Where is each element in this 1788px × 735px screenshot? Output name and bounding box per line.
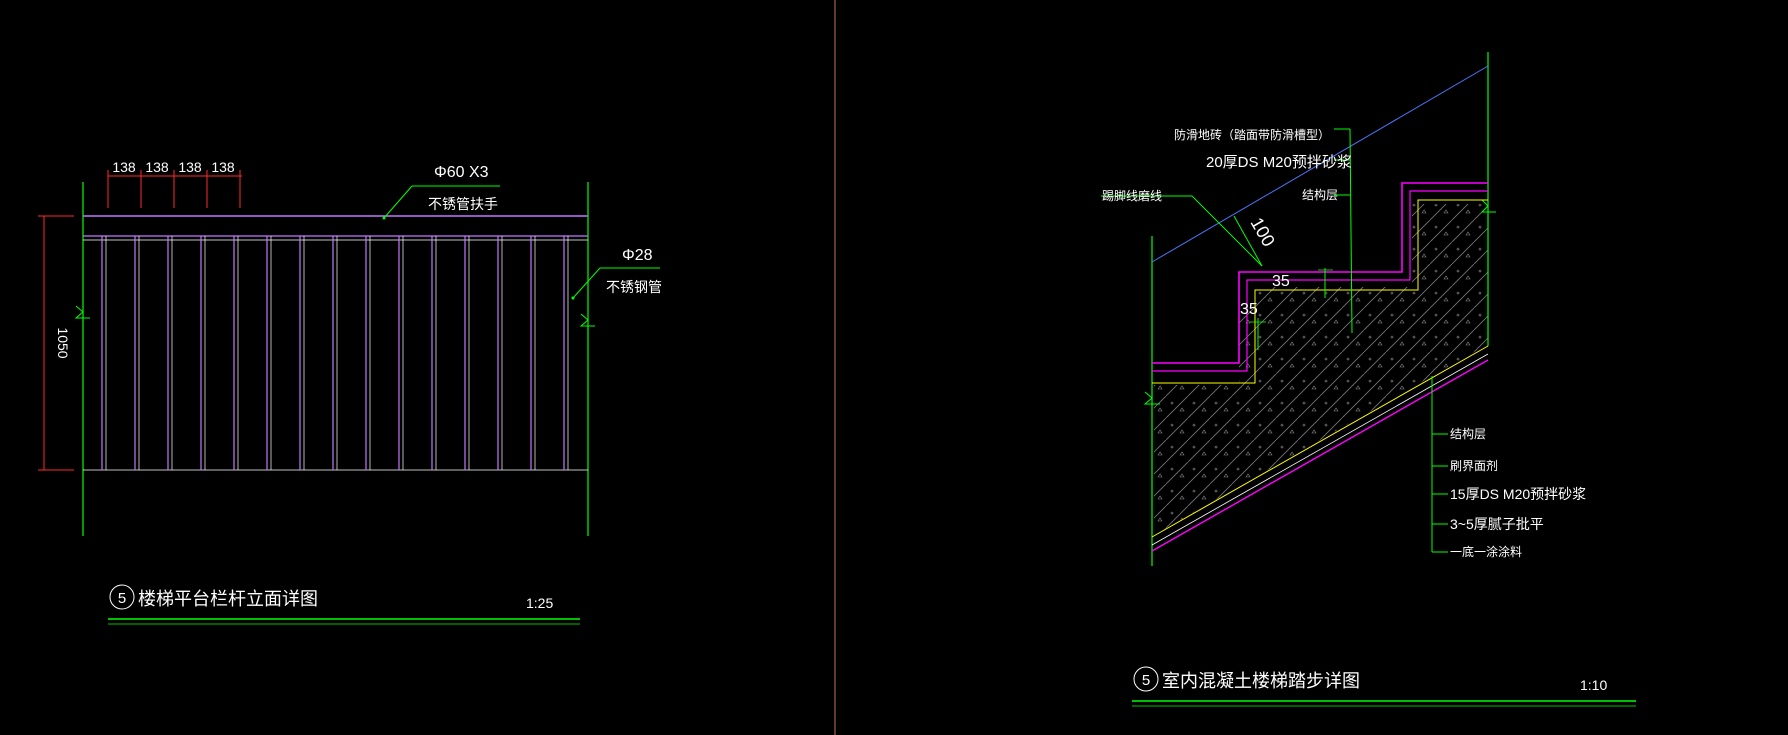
right-title-block: 5 室内混凝土楼梯踏步详图 1:10 — [1132, 666, 1636, 707]
concrete-section — [1154, 204, 1488, 535]
skirting-callout: 踢脚线磨线 — [1101, 188, 1263, 267]
title-scale: 1:25 — [526, 595, 553, 611]
baluster-callout: Φ28 不锈钢管 — [571, 247, 662, 300]
top-leader-group: 防滑地砖（踏面带防滑槽型） 20厚DS M20预拌砂浆 结构层 — [1174, 127, 1353, 334]
label-skirting: 踢脚线磨线 — [1102, 188, 1162, 203]
handrail-callout: Φ60 X3 不锈管扶手 — [382, 164, 500, 220]
label-antislip-tile: 防滑地砖（踏面带防滑槽型） — [1174, 127, 1330, 142]
dim-35-b: 35 — [1272, 273, 1290, 290]
title-text: 楼梯平台栏杆立面详图 — [138, 589, 318, 610]
label-structure-top: 结构层 — [1302, 187, 1338, 202]
handrail-name-text: 不锈管扶手 — [428, 197, 498, 213]
layer-label-1: 结构层 — [1450, 426, 1486, 441]
layer-label-4: 3~5厚腻子批平 — [1450, 516, 1544, 532]
dim-100: 100 — [1247, 214, 1279, 250]
finish-layer-inner — [1152, 190, 1488, 372]
title-number-circle-right — [1133, 666, 1159, 692]
layer-label-2: 刷界面剂 — [1450, 458, 1498, 473]
dim-138-4: 138 — [211, 159, 235, 175]
right-break-mark — [579, 313, 595, 327]
dim-138-1: 138 — [112, 159, 136, 175]
top-dimension-chain: 138 138 138 138 — [107, 159, 242, 208]
dim-138-3: 138 — [178, 159, 202, 175]
dim-138-2: 138 — [145, 159, 169, 175]
label-mortar-20: 20厚DS M20预拌砂浆 — [1206, 153, 1352, 171]
height-dimension: 1050 — [38, 215, 74, 471]
finish-layer-outline — [1152, 182, 1488, 364]
title-number-right: 5 — [1142, 672, 1150, 689]
stair-step-detail-drawing: 防滑地砖（踏面带防滑槽型） 20厚DS M20预拌砂浆 结构层 踢脚线磨线 10… — [1101, 52, 1636, 707]
mortar-layer-line — [1152, 199, 1488, 384]
railing-elevation-drawing: 138 138 138 138 1050 Φ60 X3 不锈管扶手 Φ28 不锈… — [38, 159, 662, 625]
skirting-line — [1151, 65, 1489, 263]
title-scale-right: 1:10 — [1580, 677, 1607, 693]
dim-35-group: 35 35 — [1240, 268, 1333, 350]
baluster-group — [101, 236, 569, 470]
title-number-circle — [109, 584, 135, 610]
baluster-spec-text: Φ28 — [622, 247, 653, 264]
baluster-name-text: 不锈钢管 — [606, 280, 662, 296]
handrail-spec-text: Φ60 X3 — [434, 164, 489, 181]
title-text-right: 室内混凝土楼梯踏步详图 — [1162, 671, 1360, 692]
layer-label-5: 一底一涂涂料 — [1450, 544, 1522, 559]
title-number: 5 — [118, 590, 126, 607]
left-break-mark — [74, 305, 90, 319]
layer-label-3: 15厚DS M20预拌砂浆 — [1450, 486, 1586, 502]
dim-1050: 1050 — [55, 327, 71, 358]
dim-100-group: 100 — [1233, 214, 1279, 267]
dim-35-a: 35 — [1240, 301, 1258, 318]
left-title-block: 5 楼梯平台栏杆立面详图 1:25 — [108, 584, 580, 625]
bottom-layers-callout: 结构层 刷界面剂 15厚DS M20预拌砂浆 3~5厚腻子批平 一底一涂涂料 — [1431, 376, 1586, 559]
